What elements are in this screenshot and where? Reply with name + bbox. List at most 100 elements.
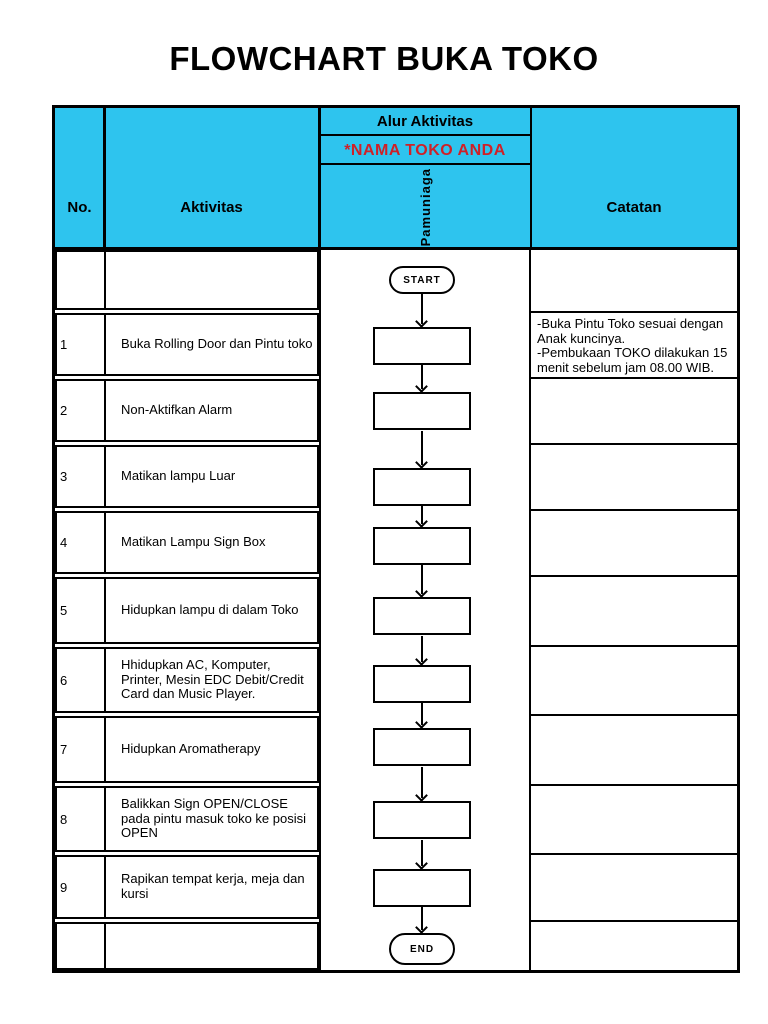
- arrow-head-icon: [415, 716, 428, 729]
- arrow-shaft: [421, 565, 423, 594]
- flow-process-box: [373, 869, 471, 907]
- activity-cell: [106, 252, 315, 308]
- activity-cell: Hhidupkan AC, Komputer, Printer, Mesin E…: [121, 656, 304, 702]
- activity-cell: [106, 924, 315, 968]
- row-divider: [104, 579, 106, 642]
- flow-arrow: [414, 767, 430, 802]
- table-row: 7 Hidupkan Aromatherapy: [55, 716, 319, 783]
- flow-process-box: [373, 597, 471, 635]
- flow-arrow: [414, 365, 430, 393]
- table-row: 1 Buka Rolling Door dan Pintu toko: [55, 313, 319, 376]
- header-aktivitas: Aktivitas: [180, 199, 243, 216]
- arrow-shaft: [421, 506, 423, 524]
- row-divider: [104, 649, 106, 711]
- table-row: 4 Matikan Lampu Sign Box: [55, 511, 319, 574]
- note-cell: [531, 445, 737, 511]
- row-number: [60, 252, 104, 308]
- row-divider: [104, 718, 106, 781]
- arrow-shaft: [421, 703, 423, 725]
- note-cell: [531, 511, 737, 577]
- table-row: 5 Hidupkan lampu di dalam Toko: [55, 577, 319, 644]
- arrow-head-icon: [415, 315, 428, 328]
- note-cell: [531, 922, 737, 970]
- arrow-head-icon: [415, 585, 428, 598]
- row-number: 9: [60, 879, 68, 895]
- row-number: 2: [60, 403, 68, 418]
- table-row: [55, 922, 319, 970]
- header-store-name: *NAMA TOKO ANDA: [344, 141, 506, 159]
- table-row: [55, 250, 319, 310]
- table-row: 9 Rapikan tempat kerja, meja dan kursi: [55, 855, 319, 919]
- header-no: No.: [67, 199, 92, 216]
- header-catatan: Catatan: [606, 199, 662, 216]
- row-divider: [104, 788, 106, 850]
- table-body: 1 Buka Rolling Door dan Pintu toko 2 Non…: [55, 250, 737, 970]
- arrow-shaft: [421, 907, 423, 930]
- divider-storename-role: [319, 163, 531, 165]
- row-divider: [104, 252, 106, 308]
- note-cell: [531, 647, 737, 716]
- arrow-shaft: [421, 431, 423, 465]
- note-cell: [531, 577, 737, 647]
- arrow-shaft: [421, 294, 423, 324]
- table-row: 2 Non-Aktifkan Alarm: [55, 379, 319, 442]
- row-divider: [104, 513, 106, 572]
- page-title: FLOWCHART BUKA TOKO: [169, 40, 599, 77]
- note-cell: [531, 379, 737, 445]
- row-number: 4: [60, 535, 68, 550]
- table-row: 3 Matikan lampu Luar: [55, 445, 319, 508]
- row-divider: [104, 315, 106, 374]
- flowchart-table: No. Aktivitas Alur Aktivitas *NAMA TOKO …: [52, 105, 740, 973]
- row-divider: [104, 857, 106, 917]
- arrow-head-icon: [415, 789, 428, 802]
- table-row: 6 Hhidupkan AC, Komputer, Printer, Mesin…: [55, 647, 319, 713]
- end-terminal: END: [389, 933, 455, 965]
- row-divider: [104, 447, 106, 506]
- flow-process-box: [373, 327, 471, 365]
- header-role-label: Pamuniaga: [417, 168, 433, 247]
- arrow-shaft: [421, 636, 423, 662]
- row-number: 6: [60, 672, 68, 688]
- row-number: 1: [60, 337, 68, 352]
- activity-cell: Rapikan tempat kerja, meja dan kursi: [121, 871, 305, 901]
- header-role-pamuniaga: Pamuniaga: [319, 165, 531, 250]
- flow-process-box: [373, 392, 471, 430]
- flow-process-box: [373, 665, 471, 703]
- note-cell: [531, 786, 737, 855]
- arrow-head-icon: [415, 456, 428, 469]
- divider-aktivitas-alur: [318, 108, 321, 250]
- flow-process-box: [373, 527, 471, 565]
- activity-cell: Matikan Lampu Sign Box: [121, 534, 266, 550]
- activity-cell: Non-Aktifkan Alarm: [121, 402, 233, 418]
- flow-process-box: [373, 468, 471, 506]
- row-number: [60, 924, 104, 968]
- flow-arrow: [414, 703, 430, 729]
- flow-arrow: [414, 431, 430, 469]
- row-number: 7: [60, 742, 68, 757]
- arrow-shaft: [421, 767, 423, 798]
- flow-process-box: [373, 801, 471, 839]
- row-divider: [104, 924, 106, 968]
- divider-alur-catatan: [529, 108, 532, 250]
- divider-alur-storename: [319, 134, 531, 136]
- flow-arrow: [414, 907, 430, 934]
- flow-arrow: [414, 506, 430, 528]
- arrow-head-icon: [415, 857, 428, 870]
- arrow-head-icon: [415, 653, 428, 666]
- flow-lane: [319, 250, 531, 970]
- row-number: 3: [60, 469, 68, 484]
- activity-cell: Matikan lampu Luar: [121, 468, 236, 484]
- arrow-head-icon: [415, 515, 428, 528]
- arrow-shaft: [421, 840, 423, 866]
- arrow-shaft: [421, 365, 423, 389]
- flow-arrow: [414, 565, 430, 598]
- flow-arrow: [414, 294, 430, 328]
- activity-cell: Balikkan Sign OPEN/CLOSE pada pintu masu…: [121, 795, 306, 841]
- row-number: 5: [60, 603, 68, 618]
- divider-no-aktivitas: [103, 108, 106, 250]
- flow-arrow: [414, 636, 430, 666]
- row-number: 8: [60, 811, 68, 827]
- flow-process-box: [373, 728, 471, 766]
- row-divider: [104, 381, 106, 440]
